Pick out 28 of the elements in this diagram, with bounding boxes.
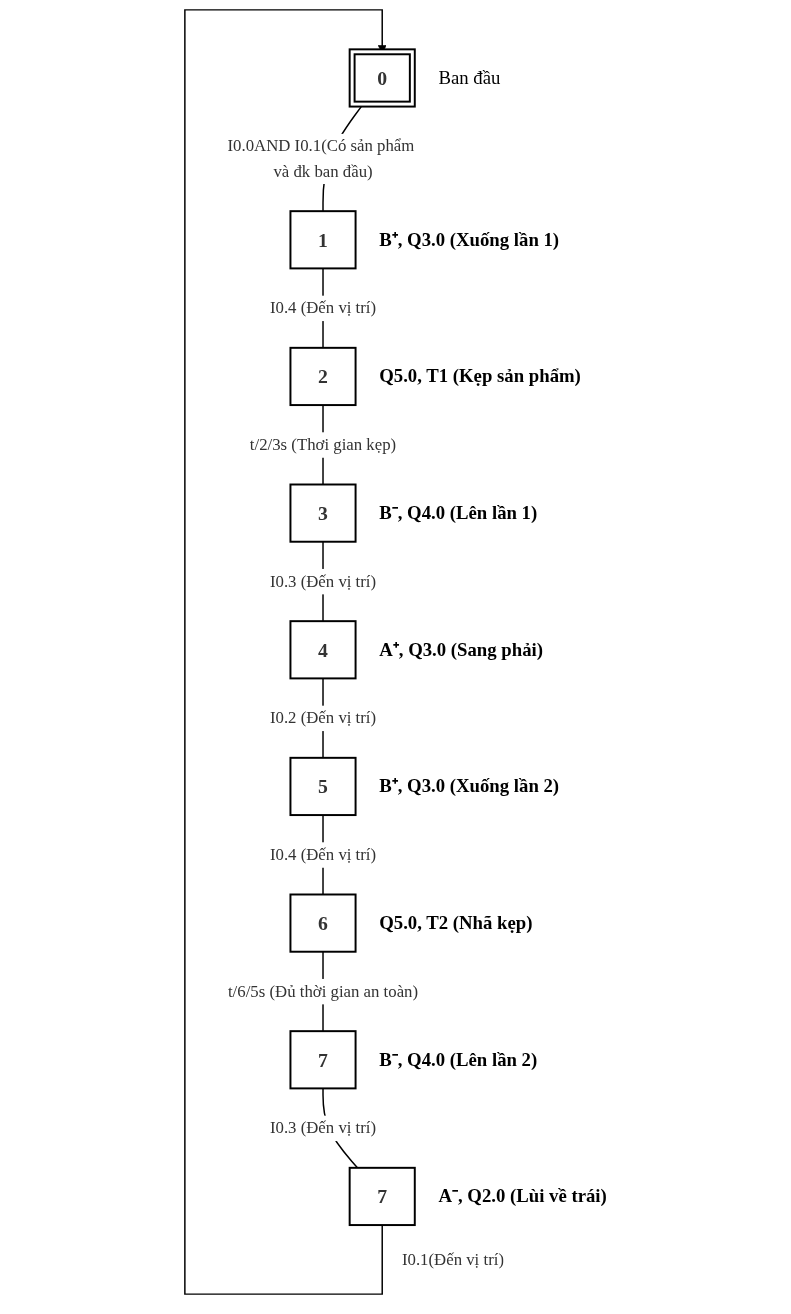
action-text: Ban đầu — [438, 66, 501, 88]
edge-label: I0.1(Đến vị trí) — [401, 1249, 504, 1269]
edge-label: I0.3 (Đến vị trí) — [269, 1118, 376, 1138]
node-box: 4 — [289, 620, 357, 680]
node-box: 3 — [289, 483, 357, 543]
action-text: A⁻, Q2.0 (Lùi về trái) — [438, 1185, 607, 1207]
node-box: 7 — [289, 1030, 357, 1090]
edge-label: I0.4 (Đến vị trí) — [269, 298, 376, 318]
edge-label: I0.3 (Đến vị trí) — [269, 571, 376, 591]
node-box: 1 — [289, 210, 357, 270]
action-text: Q5.0, T2 (Nhã kẹp) — [378, 912, 533, 934]
action-text: B⁺, Q3.0 (Xuống lần 2) — [378, 775, 559, 797]
edge-label: t/2/3s (Thơi gian kẹp) — [249, 435, 396, 454]
node-box: 5 — [289, 756, 357, 817]
edge-label: I0.4 (Đến vị trí) — [269, 845, 376, 864]
action-text: B⁻, Q4.0 (Lên lần 1) — [378, 502, 537, 524]
action-text: B⁻, Q4.0 (Lên lần 2) — [378, 1048, 537, 1070]
edge-label: I0.2 (Đến vị trí) — [269, 708, 376, 728]
edge-label: I0.0AND I0.1(Có sản phẩm và đk ban đầu) — [227, 136, 415, 181]
node-box: 7 — [348, 1166, 416, 1227]
action-text: B⁺, Q3.0 (Xuống lần 1) — [378, 228, 559, 250]
node-box: 0 — [348, 48, 416, 108]
node-box: 6 — [289, 893, 357, 953]
action-text: A⁺, Q3.0 (Sang phải) — [378, 638, 543, 660]
node-box: 2 — [289, 346, 357, 407]
action-text: Q5.0, T1 (Kẹp sản phẩm) — [378, 365, 581, 387]
arrow — [183, 9, 387, 1295]
edge-label: t/6/5s (Đủ thời gian an toàn) — [227, 981, 418, 1001]
